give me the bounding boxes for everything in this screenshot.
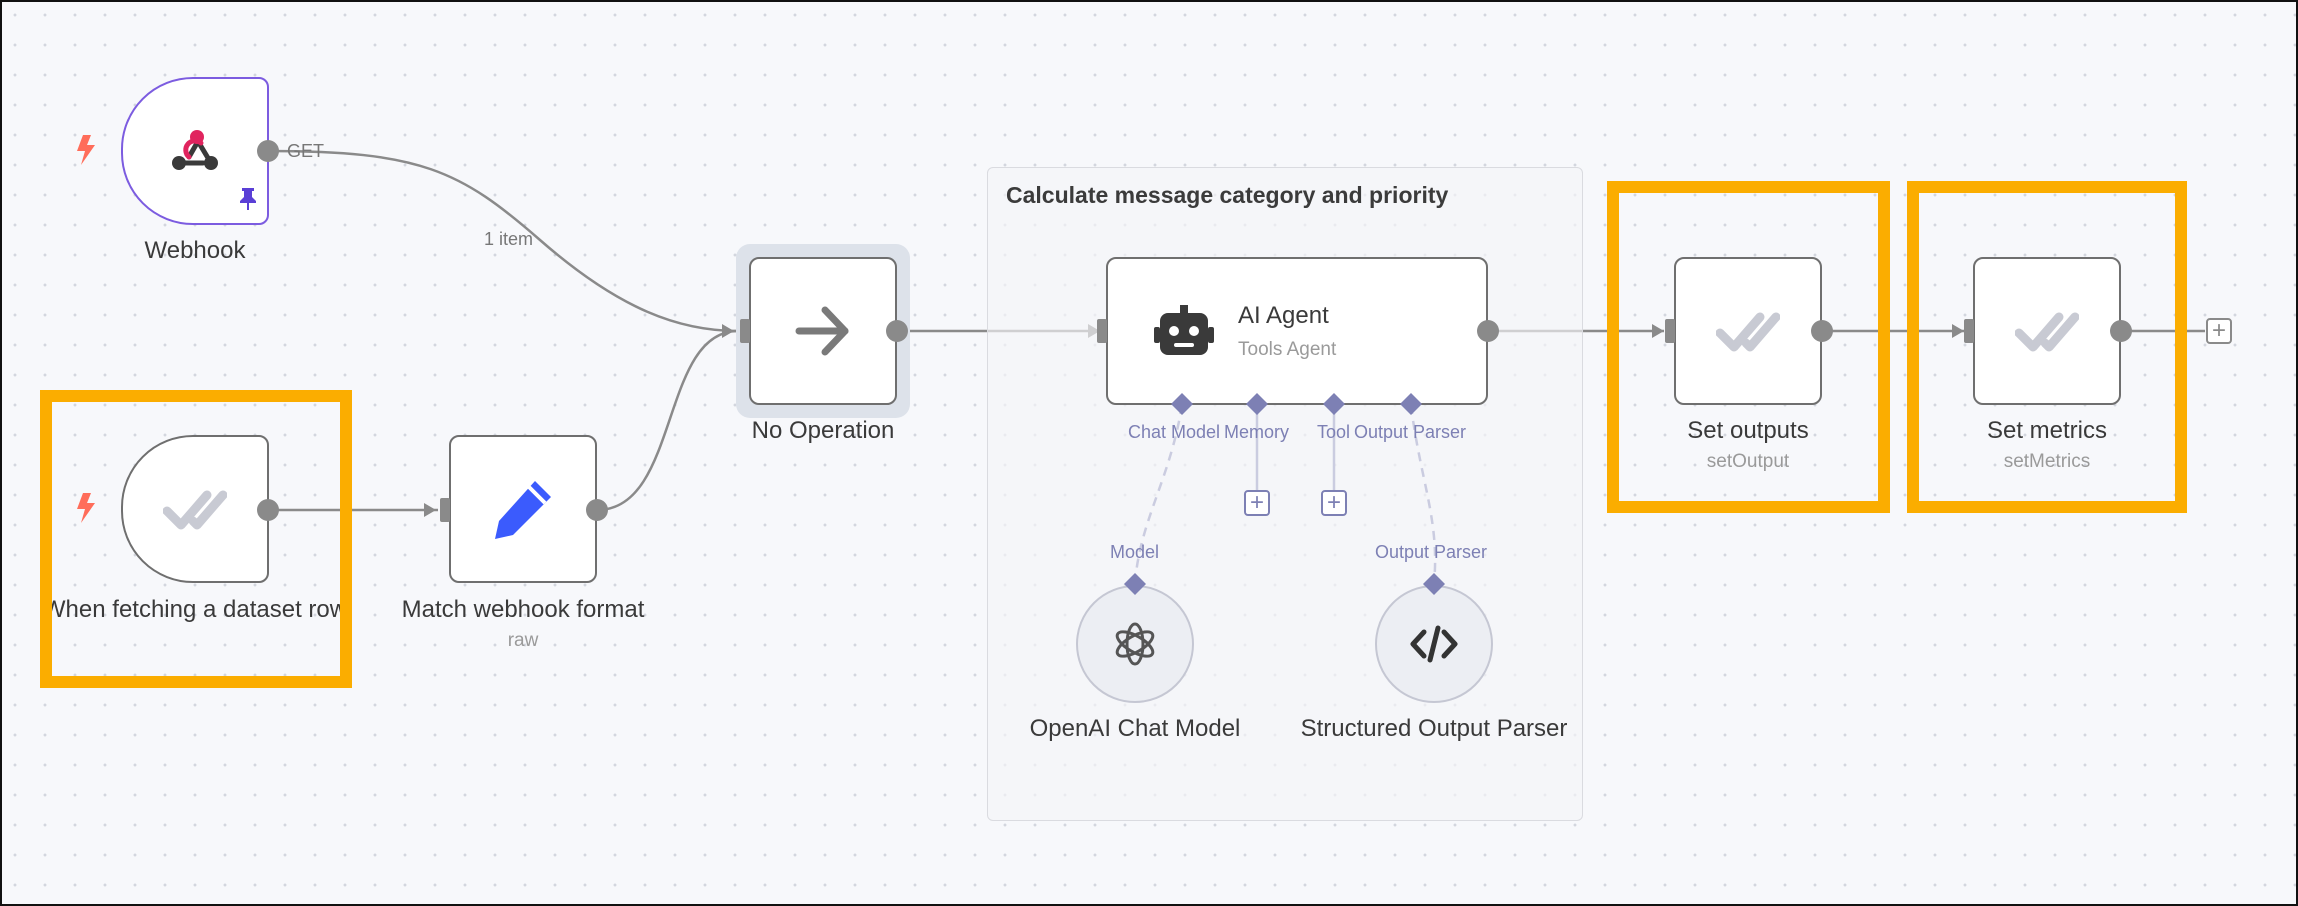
match-webhook-subtitle: raw <box>507 630 539 651</box>
edge-webhook-to-noop <box>267 149 739 333</box>
openai-chat-model-node[interactable] <box>1076 585 1194 703</box>
ai-agent-node[interactable]: AI Agent Tools Agent <box>1106 257 1488 405</box>
edge-match-to-noop <box>596 329 739 512</box>
output-parser-port-label: Output Parser <box>1354 422 1467 442</box>
input-port[interactable] <box>438 498 452 522</box>
plus-icon: + <box>1249 489 1264 516</box>
highlight-box <box>40 390 352 688</box>
add-tool-button[interactable]: + <box>1321 490 1347 516</box>
set-outputs-subtitle: setOutput <box>1706 451 1790 472</box>
memory-port[interactable] <box>1246 393 1268 415</box>
ai-agent-label: AI Agent <box>1238 302 1329 329</box>
output-parser-port[interactable] <box>1400 393 1422 415</box>
double-check-icon <box>163 481 227 537</box>
structured-output-parser-node[interactable] <box>1375 585 1493 703</box>
set-metrics-node[interactable] <box>1973 257 2121 405</box>
webhook-node[interactable] <box>121 77 269 225</box>
tool-port-label: Tool <box>1317 422 1351 442</box>
openai-logo-icon <box>1111 620 1159 668</box>
highlight-box <box>1907 181 2187 513</box>
model-output-port[interactable] <box>1124 573 1146 595</box>
structured-output-parser-label: Structured Output Parser <box>1300 715 1568 742</box>
input-port[interactable] <box>1095 319 1109 343</box>
chat-model-port[interactable] <box>1171 393 1193 415</box>
plus-icon: + <box>1326 489 1341 516</box>
pin-icon[interactable] <box>239 188 257 215</box>
output-port[interactable] <box>2109 319 2133 343</box>
no-operation-label: No Operation <box>751 417 895 444</box>
no-operation-node[interactable] <box>749 257 897 405</box>
output-port[interactable] <box>1476 319 1500 343</box>
double-check-icon <box>2015 303 2079 359</box>
match-webhook-label: Match webhook format <box>401 596 645 623</box>
highlight-box <box>1607 181 1890 513</box>
output-port[interactable] <box>1810 319 1834 343</box>
model-port-label: Model <box>1110 542 1160 562</box>
input-port[interactable] <box>1663 319 1677 343</box>
code-icon <box>1410 624 1458 664</box>
webhook-node-label: Webhook <box>144 237 246 264</box>
lightning-bolt-icon <box>75 135 97 165</box>
double-check-icon <box>1716 303 1780 359</box>
match-webhook-node[interactable] <box>449 435 597 583</box>
input-port[interactable] <box>1962 319 1976 343</box>
output-port[interactable] <box>585 498 609 522</box>
output-port[interactable] <box>256 139 280 163</box>
add-memory-button[interactable]: + <box>1244 490 1270 516</box>
openai-chat-model-label: OpenAI Chat Model <box>1029 715 1241 742</box>
input-port[interactable] <box>738 319 752 343</box>
webhook-icon <box>167 123 223 179</box>
set-metrics-label: Set metrics <box>1986 417 2108 444</box>
webhook-output-label: GET <box>287 141 325 161</box>
arrow-right-icon <box>795 306 851 356</box>
lightning-bolt-icon <box>75 493 97 523</box>
pencil-icon <box>491 477 555 541</box>
chat-model-port-label: Chat Model <box>1128 422 1221 442</box>
set-outputs-label: Set outputs <box>1687 417 1809 444</box>
parser-output-port[interactable] <box>1423 573 1445 595</box>
dataset-trigger-label: When fetching a dataset row <box>42 596 348 623</box>
set-outputs-node[interactable] <box>1674 257 1822 405</box>
edge-items-count: 1 item <box>484 229 534 249</box>
ai-agent-subtitle: Tools Agent <box>1238 339 1337 360</box>
output-port[interactable] <box>885 319 909 343</box>
parser-port-label: Output Parser <box>1375 542 1488 562</box>
output-port[interactable] <box>256 498 280 522</box>
tool-port[interactable] <box>1323 393 1345 415</box>
group-title: Calculate message category and priority <box>1006 182 1449 208</box>
plus-icon: + <box>2211 317 2226 344</box>
set-metrics-subtitle: setMetrics <box>2003 451 2091 472</box>
robot-icon <box>1154 305 1214 359</box>
add-node-button[interactable]: + <box>2206 318 2232 344</box>
memory-port-label: Memory <box>1224 422 1290 442</box>
